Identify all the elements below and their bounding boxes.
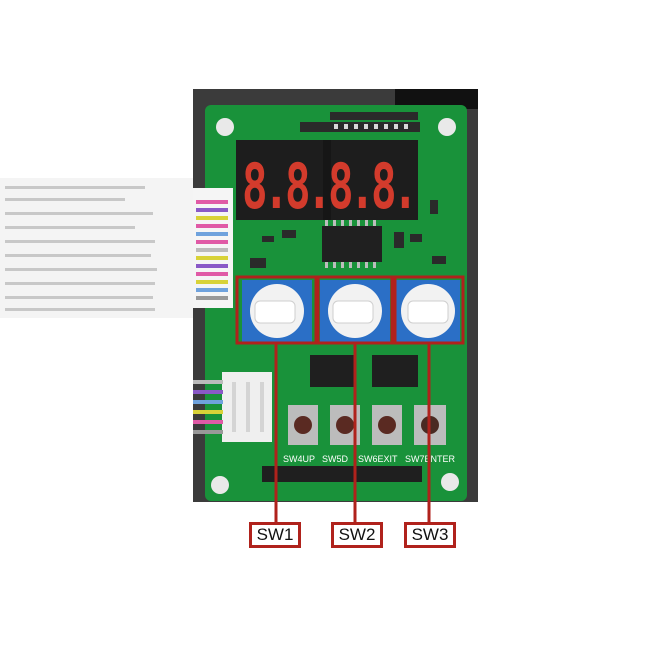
lower-cable	[193, 380, 223, 434]
mounting-hole	[441, 473, 459, 491]
top-header	[300, 112, 420, 132]
silkscreen-sw4: SW4UP	[283, 454, 315, 464]
ic-chip	[322, 226, 382, 262]
bottom-header	[262, 466, 422, 482]
silkscreen-sw6: SW6EXIT	[358, 454, 398, 464]
ribbon-cable	[193, 188, 233, 308]
potentiometer-sw2	[320, 280, 390, 342]
smd-components	[250, 200, 446, 268]
mounting-hole	[216, 118, 234, 136]
mounting-hole	[211, 476, 229, 494]
tact-button-sw4	[288, 405, 318, 445]
lower-ic-row	[310, 355, 418, 387]
background-strip	[0, 178, 195, 318]
mounting-hole	[438, 118, 456, 136]
silkscreen-sw5: SW5D	[322, 454, 349, 464]
display-digits: 8.8.8.8.	[242, 150, 414, 223]
callout-label-sw1: SW1	[249, 522, 301, 548]
tact-button-sw6	[372, 405, 402, 445]
callout-label-sw3: SW3	[404, 522, 456, 548]
callout-lines	[274, 343, 431, 524]
potentiometer-sw1	[242, 280, 312, 342]
potentiometer-sw3	[396, 280, 460, 342]
blurred-text-lines	[5, 186, 157, 311]
callout-label-sw2: SW2	[331, 522, 383, 548]
